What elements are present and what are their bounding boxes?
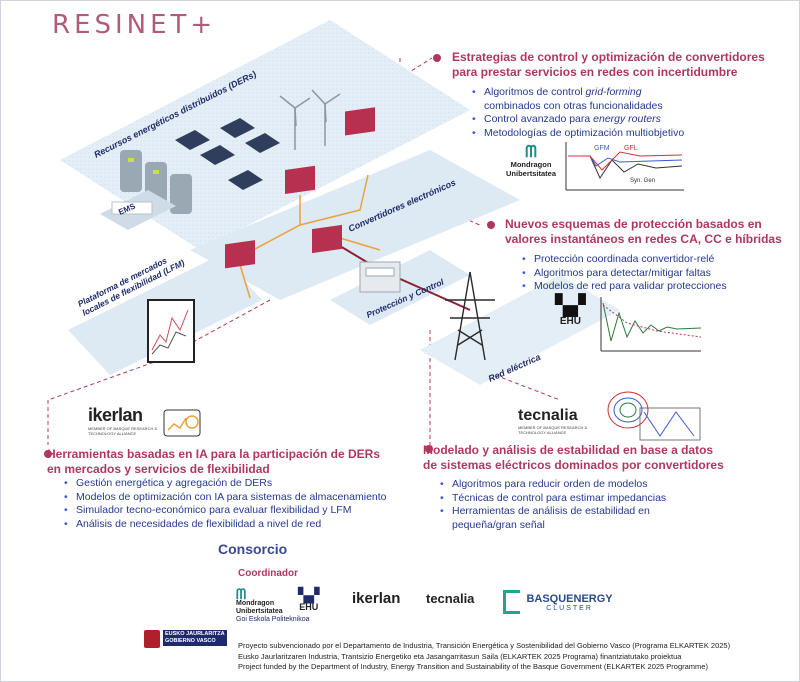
svg-text:GFL: GFL (624, 145, 638, 152)
modelado-title: Modelado y análisis de estabilidad en ba… (423, 443, 724, 472)
coordinador-label: Coordinador (238, 568, 298, 579)
list-item: pequeña/gran señal (452, 518, 545, 531)
ehu-consortium-logo: ▚▞ EHU (298, 587, 320, 612)
gobierno-vasco-logo: EUSKO JAURLARITZA GOBIERNO VASCO (144, 630, 232, 648)
proteccion-list: Protección coordinada convertidor-relé A… (522, 253, 782, 294)
battery-icon (120, 150, 192, 214)
proteccion-title: Nuevos esquemas de protección basados en… (505, 217, 782, 246)
list-item: combinados con otras funcionalidades (484, 99, 663, 112)
list-item: Modelos de red para validar protecciones (522, 280, 782, 294)
converter-boxes (225, 107, 375, 269)
list-item: Herramientas de análisis de estabilidad … (440, 505, 720, 519)
modelado-list: Algoritmos para reducir orden de modelos… (440, 478, 720, 532)
list-item: Gestión energética y agregación de DERs (64, 477, 404, 491)
solar-panel-icon (175, 118, 280, 190)
relay-icon (359, 261, 401, 293)
section-dot (44, 450, 52, 458)
list-item: Técnicas de control para estimar impedan… (440, 492, 720, 506)
funding-notice: Proyecto subvencionado por el Departamen… (238, 641, 731, 671)
mondragon-consortium-logo: ᗰ Mondragon Unibertsitatea Goi Eskola Po… (236, 586, 310, 623)
consorcio-title: Consorcio (218, 541, 288, 557)
tecnalia-consortium-logo: tecnalia (426, 591, 475, 606)
basquenergy-consortium-logo: BASQUENERGY CLUSTER (503, 590, 613, 614)
ikerlan-partner: ikerlan MEMBER OF BASQUE RESEARCH & TECH… (88, 405, 158, 436)
section-dot (433, 54, 441, 62)
estrategias-title: Estrategias de control y optimización de… (452, 50, 765, 79)
list-item: Algoritmos de control grid-forming (472, 86, 772, 100)
list-item: Algoritmos para detectar/mitigar faltas (522, 267, 782, 281)
lfm-monitor-icon (147, 299, 195, 363)
damped-oscillation-graph (600, 297, 702, 352)
tecnalia-partner: tecnalia MEMBER OF BASQUE RESEARCH & TEC… (518, 407, 588, 435)
basquenergy-logo-icon (503, 590, 520, 614)
section-dot (487, 221, 495, 229)
herramientas-title: Herramientas basadas en IA para la parti… (47, 447, 381, 476)
section-dot (425, 445, 433, 453)
list-item: Simulador tecno-económico para evaluar f… (64, 504, 404, 518)
list-item: Modelos de optimización con IA para sist… (64, 491, 404, 505)
ems-box-icon (100, 190, 176, 230)
list-item: Protección coordinada convertidor-relé (522, 253, 782, 267)
list-item: Algoritmos para reducir orden de modelos (440, 478, 720, 492)
ehu-logo-icon: ▚▞ (555, 295, 586, 317)
list-item: Análisis de necesidades de flexibilidad … (64, 518, 404, 532)
mondragon-logo-icon: ᗰ (236, 586, 247, 602)
gfm-response-graph: GFM GFL Syn. Gen (565, 142, 684, 191)
ehu-partner: ▚▞ EHU (555, 295, 586, 327)
estrategias-list: Algoritmos de control grid-forming combi… (472, 86, 772, 140)
converters-platform (190, 150, 520, 300)
ehu-logo-icon: ▚▞ (298, 587, 320, 603)
transmission-tower-icon (445, 271, 495, 361)
svg-text:Syn. Gen: Syn. Gen (630, 178, 655, 184)
herramientas-list: Gestión energética y agregación de DERs … (64, 477, 404, 531)
analytics-screen-icon (163, 409, 201, 437)
list-item: Control avanzado para energy routers (472, 113, 772, 127)
resinet-logo: RESINET+ (52, 10, 217, 40)
list-item: Metodologías de optimización multiobjeti… (472, 127, 772, 141)
ikerlan-consortium-logo: ikerlan (352, 590, 401, 607)
mondragon-logo-icon: ᗰ (525, 144, 537, 161)
mondragon-partner: ᗰ Mondragon Unibertsitatea (506, 144, 557, 179)
svg-text:GFM: GFM (594, 145, 610, 152)
impedance-plot (607, 391, 701, 441)
coat-of-arms-icon (144, 630, 160, 648)
wind-turbine-icon (279, 89, 341, 150)
red-platform (420, 275, 620, 385)
